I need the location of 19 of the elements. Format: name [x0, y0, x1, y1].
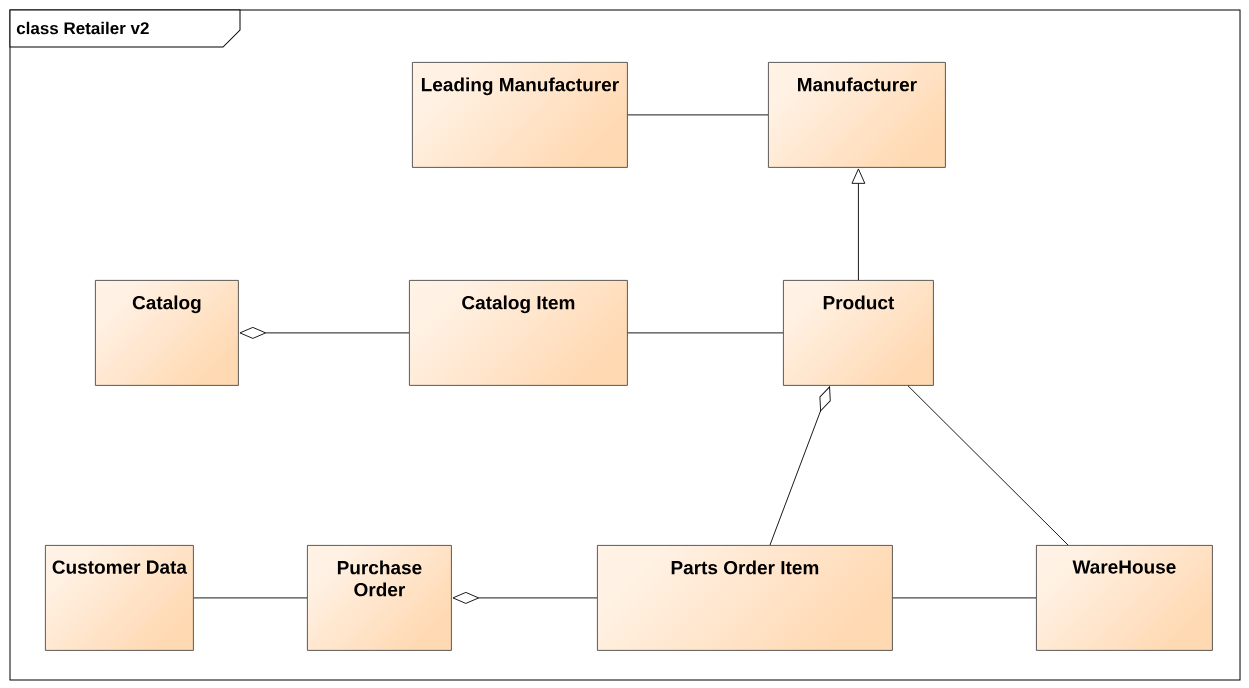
frame-title: class Retailer v2 — [16, 21, 149, 35]
connector — [769, 386, 831, 546]
connector — [452, 591, 598, 604]
class-box: Parts Order Item — [597, 545, 893, 651]
connector — [892, 597, 1037, 599]
connector — [193, 597, 308, 599]
class-box: Purchase Order — [307, 545, 452, 651]
connector — [851, 168, 866, 281]
class-box: Manufacturer — [768, 62, 946, 168]
class-box: Catalog — [95, 280, 239, 386]
class-box: Leading Manufacturer — [412, 62, 628, 168]
connector — [627, 114, 769, 116]
class-box: WareHouse — [1036, 545, 1213, 651]
class-box: Catalog Item — [409, 280, 628, 386]
connector — [907, 385, 1069, 546]
class-box: Product — [783, 280, 934, 386]
class-box: Customer Data — [45, 545, 194, 651]
connector — [627, 332, 784, 334]
connector — [239, 326, 410, 339]
